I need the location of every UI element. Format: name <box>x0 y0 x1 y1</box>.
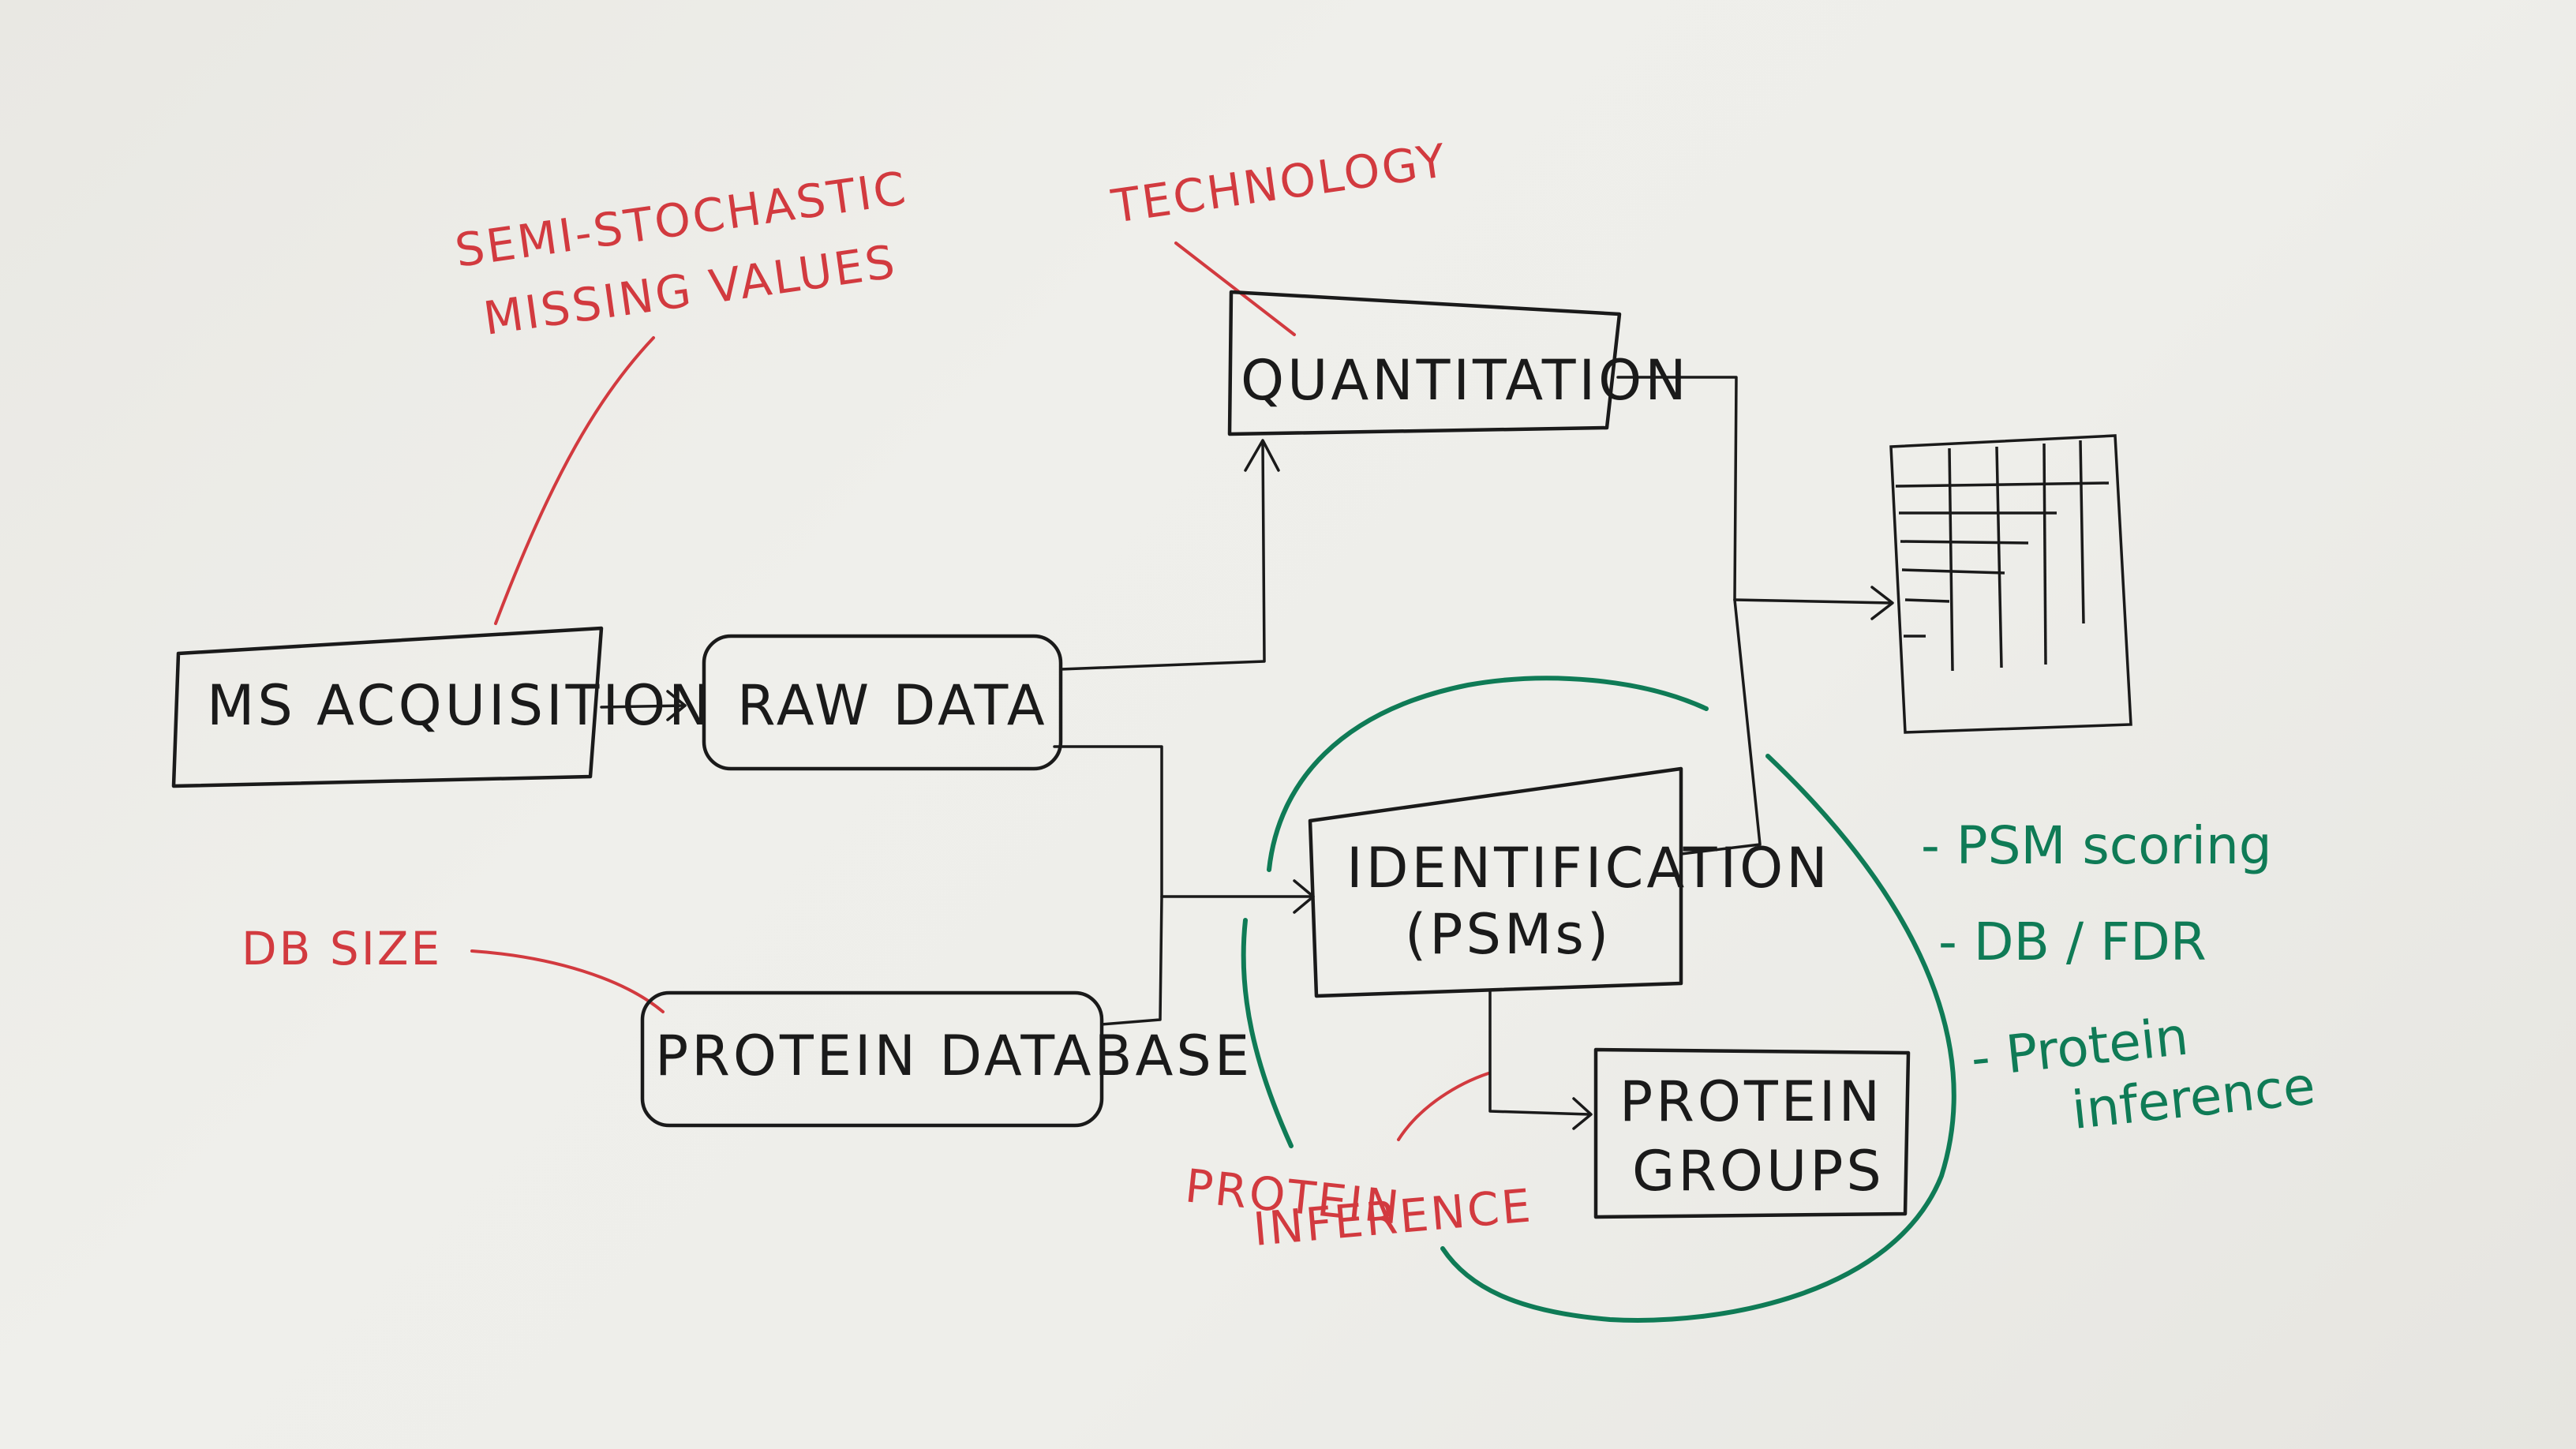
protein-inference-connector <box>1397 1072 1490 1141</box>
quantitation-box <box>1227 290 1622 436</box>
identification-label: IDENTIFICATION <box>1346 836 1831 900</box>
raw-data-box <box>702 634 1063 771</box>
identification-loop-left <box>1241 918 1294 1148</box>
arrow-to-table <box>1733 598 1893 605</box>
protein-groups-label-line1: PROTEIN <box>1619 1069 1883 1134</box>
protein-database-box <box>640 990 1104 1128</box>
identification-box <box>1308 766 1683 998</box>
protein-groups-label-line2: GROUPS <box>1632 1139 1885 1204</box>
arrowhead-raw-to-quantitation <box>1244 439 1280 472</box>
arrowhead-ms-to-raw <box>666 690 687 721</box>
identification-sublabel: (PSMs) <box>1405 902 1612 967</box>
identification-loop <box>1267 676 1709 872</box>
semi-stochastic-connector <box>494 336 655 625</box>
ms-acquisition-box <box>171 626 604 788</box>
protein-database-label: PROTEIN DATABASE <box>655 1024 1252 1088</box>
technology-note: TECHNOLOGY <box>1107 133 1451 234</box>
wire-quantitation-out <box>1616 376 1738 601</box>
raw-data-label: RAW DATA <box>737 673 1048 738</box>
arrowhead-raw-to-identification <box>1293 879 1315 914</box>
wire-db-to-identification <box>1100 895 1163 1026</box>
wire-raw-to-quantitation <box>1059 440 1266 671</box>
results-table-sketch <box>1889 434 2132 734</box>
arrowhead-identification-to-protein-groups <box>1572 1097 1593 1130</box>
technology-connector <box>1174 242 1296 336</box>
psm-scoring-note: - PSM scoring <box>1921 815 2272 876</box>
ms-acquisition-label: MS ACQUISITION <box>207 673 713 738</box>
identification-loop-right <box>1440 754 1956 1323</box>
db-size-note: DB SIZE <box>242 922 442 975</box>
arrowhead-to-table <box>1870 586 1894 620</box>
quantitation-label: QUANTITATION <box>1241 348 1690 413</box>
protein-groups-box <box>1593 1047 1911 1219</box>
db-size-connector <box>470 949 665 1013</box>
wire-identification-to-protein-groups <box>1488 990 1591 1116</box>
arrow-ms-to-raw <box>600 704 687 709</box>
wire-identification-out <box>1679 598 1762 856</box>
db-fdr-note: - DB / FDR <box>1938 912 2207 972</box>
wire-raw-to-identification <box>1053 745 1312 898</box>
